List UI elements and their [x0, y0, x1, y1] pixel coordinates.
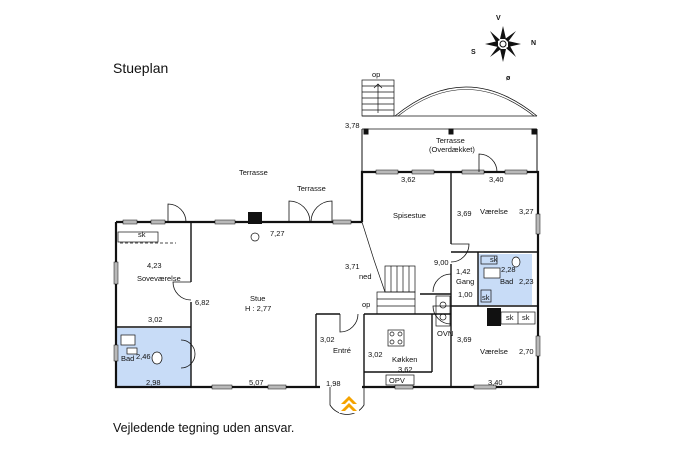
interior-stairs	[361, 221, 416, 315]
room-terrasse-mid: Terrasse	[297, 184, 326, 193]
room-terrasse-covered: Terrasse	[436, 136, 465, 145]
room-terrasse-top: Terrasse	[239, 168, 268, 177]
doors	[167, 153, 498, 415]
room-spisestue: Spisestue	[393, 211, 426, 220]
room-gang: Gang	[456, 277, 474, 286]
sanitary-fixtures	[120, 256, 521, 365]
dim-302c: 3,02	[368, 350, 383, 359]
compass-icon: V N S ø	[471, 15, 536, 82]
label-sk-bath: sk	[490, 255, 498, 264]
dim-362a: 3,62	[401, 175, 416, 184]
dim-378: 3,78	[345, 121, 360, 130]
outside-stairs	[361, 79, 395, 117]
dim-302b: 3,02	[320, 335, 335, 344]
label-opv: OPV	[389, 376, 405, 385]
dim-369a: 3,69	[457, 209, 472, 218]
plan-title: Stueplan	[113, 60, 169, 76]
dim-228: 2,28	[501, 265, 516, 274]
dim-362b: 3,62	[398, 365, 413, 374]
room-entre: Entré	[333, 346, 351, 355]
dim-246: 2,46	[136, 352, 151, 361]
dim-423: 4,23	[147, 261, 162, 270]
disclaimer: Vejledende tegning uden ansvar.	[113, 421, 295, 435]
compass-o: ø	[506, 75, 511, 82]
stove-icon	[250, 232, 260, 242]
chimney-stue	[248, 212, 262, 224]
label-ovn: OVN	[437, 329, 453, 338]
windows	[113, 169, 541, 390]
entrance-arrow-icon	[339, 393, 359, 413]
dim-340a: 3,40	[489, 175, 504, 184]
label-ned: ned	[359, 272, 372, 281]
chimney-vaerelse	[487, 308, 501, 326]
kitchen-appliances	[385, 295, 451, 386]
dim-340b: 3,40	[488, 378, 503, 387]
compass-n: N	[531, 40, 536, 47]
room-sovevaerelse: Soveværelse	[137, 274, 181, 283]
dim-900: 9,00	[434, 258, 449, 267]
interior-walls	[116, 172, 538, 387]
dim-682: 6,82	[195, 298, 210, 307]
dim-100: 1,00	[458, 290, 473, 299]
bath-right-fill	[478, 254, 532, 305]
dim-270: 2,70	[519, 347, 534, 356]
dim-507: 5,07	[249, 378, 264, 387]
dim-142: 1,42	[456, 267, 471, 276]
room-stue-height: H : 2,77	[245, 304, 271, 313]
label-sk-b: sk	[522, 313, 530, 322]
covered-terrace-outline	[361, 86, 538, 172]
dim-369b: 3,69	[457, 335, 472, 344]
dim-371: 3,71	[345, 262, 360, 271]
label-op-stairs: op	[362, 300, 370, 309]
dim-327: 3,27	[519, 207, 534, 216]
compass-v: V	[496, 15, 501, 22]
label-sk-left: sk	[138, 230, 146, 239]
label-sk-a: sk	[506, 313, 514, 322]
wardrobes	[117, 231, 536, 325]
room-bad-left: Bad	[121, 354, 134, 363]
label-sk-c: sk	[482, 293, 490, 302]
room-koekken: Køkken	[392, 355, 417, 364]
room-bad-right: Bad	[500, 277, 513, 286]
room-vaerelse-top: Værelse	[480, 207, 508, 216]
compass-s: S	[471, 49, 476, 56]
dim-727: 7,27	[270, 229, 285, 238]
room-terrasse-covered-sub: (Overdækket)	[429, 145, 475, 154]
dim-302a: 3,02	[148, 315, 163, 324]
dim-298: 2,98	[146, 378, 161, 387]
label-op-top: op	[372, 70, 380, 79]
dim-223: 2,23	[519, 277, 534, 286]
room-vaerelse-bottom: Værelse	[480, 347, 508, 356]
room-stue: Stue	[250, 294, 265, 303]
dim-198: 1,98	[326, 379, 341, 388]
